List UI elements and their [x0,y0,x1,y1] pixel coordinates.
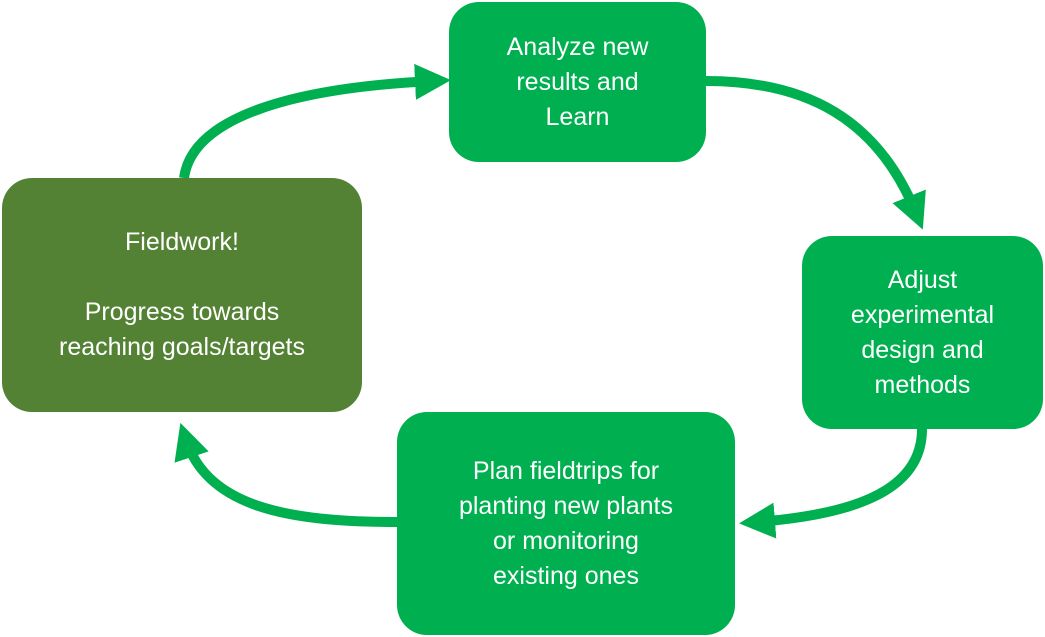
plan-step-box: Plan fieldtrips for planting new plants … [397,412,735,635]
analyze-step-box: Analyze new results and Learn [449,2,706,162]
fieldwork-step-label: Fieldwork! Progress towards reaching goa… [59,228,305,361]
edge-fieldwork-to-analyze [179,63,451,179]
edge-adjust-to-plan [739,428,927,539]
plan-step-label: Plan fieldtrips for planting new plants … [458,456,674,590]
fieldwork-step-box: Fieldwork! Progress towards reaching goa… [2,178,362,412]
edge-plan-to-fieldwork [174,422,398,527]
adjust-step-box: Adjust experimental design and methods [802,236,1043,429]
adjust-step-label: Adjust experimental design and methods [850,265,995,399]
analyze-step-label: Analyze new results and Learn [506,32,649,131]
edge-analyze-to-adjust [705,76,926,230]
